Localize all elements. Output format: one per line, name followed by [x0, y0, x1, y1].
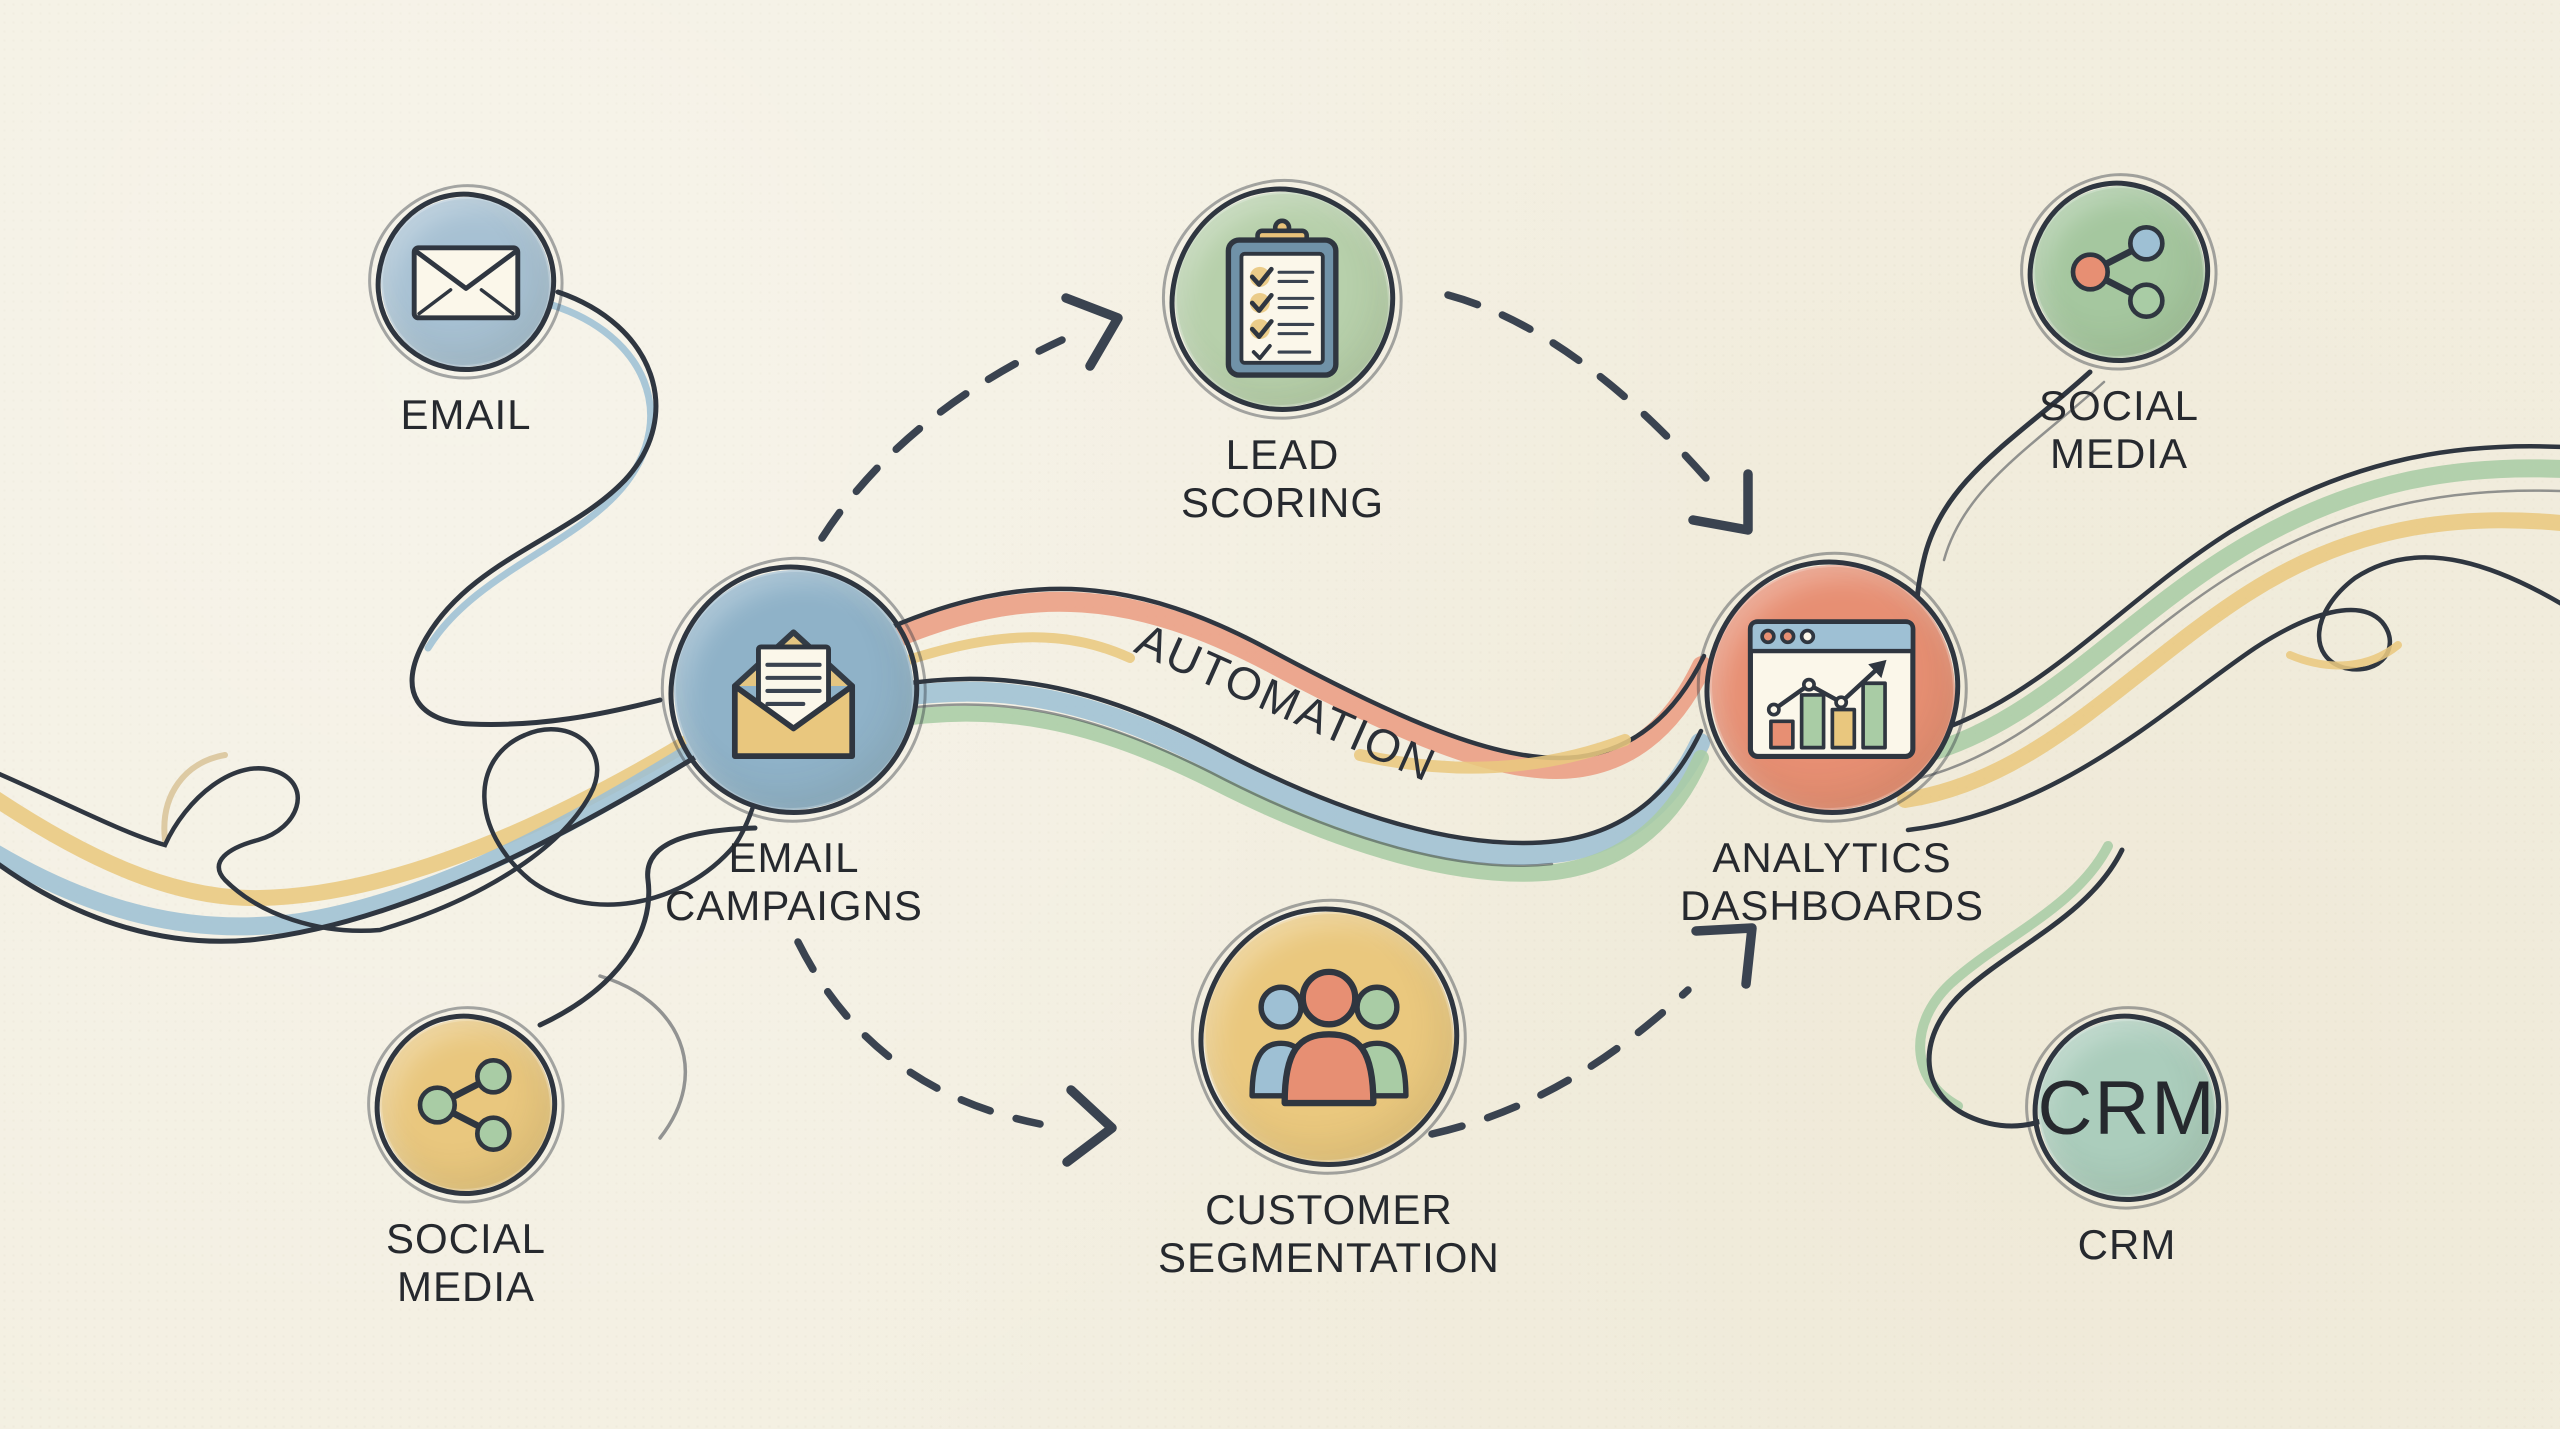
dashboard-chart-icon — [1747, 618, 1916, 759]
node-social-media-bottom-label: SOCIAL MEDIA — [385, 1215, 547, 1310]
share-icon — [417, 1058, 512, 1152]
node-email-label: EMAIL — [400, 391, 532, 438]
node-analytics-dashboards-label: ANALYTICS DASHBOARDS — [1680, 834, 1985, 929]
email-circle — [381, 197, 551, 367]
automation-ribbon — [868, 586, 1712, 882]
node-customer-segmentation-label: CUSTOMER SEGMENTATION — [1158, 1186, 1500, 1281]
share-icon — [2070, 225, 2165, 319]
analytics-dashboards-circle — [1709, 565, 1955, 810]
crm-text-badge: CRM — [2037, 1065, 2217, 1151]
node-social-media-top-label: SOCIAL MEDIA — [2038, 382, 2200, 477]
node-email: EMAIL — [381, 197, 551, 439]
people-group-icon — [1249, 968, 1409, 1107]
arrow-email-campaigns-to-lead-scoring — [818, 293, 1123, 542]
crm-circle: CRM — [2037, 1019, 2217, 1197]
social-bottom-to-campaigns-curve — [537, 825, 758, 1140]
lead-scoring-circle — [1175, 192, 1390, 407]
email-campaigns-circle — [673, 570, 914, 810]
arrow-lead-scoring-to-analytics — [1444, 291, 1753, 535]
social-media-bottom-circle — [380, 1019, 552, 1191]
node-crm: CRM CRM — [2037, 1019, 2217, 1269]
node-lead-scoring-label: LEAD SCORING — [1180, 431, 1384, 526]
open-envelope-icon — [732, 628, 856, 759]
arrow-customer-segmentation-to-analytics — [1428, 923, 1757, 1138]
social-media-top-circle — [2033, 186, 2205, 358]
node-analytics-dashboards: ANALYTICS DASHBOARDS — [1680, 565, 1984, 930]
analytics-to-crm-curve — [1915, 841, 2125, 1129]
node-customer-segmentation: CUSTOMER SEGMENTATION — [1158, 912, 1500, 1282]
node-email-campaigns-label: EMAIL CAMPAIGNS — [665, 834, 923, 929]
node-social-media-top: SOCIAL MEDIA — [2033, 186, 2205, 478]
arrow-email-campaigns-to-customer-segmentation — [794, 938, 1117, 1167]
envelope-icon — [411, 244, 521, 320]
customer-segmentation-circle — [1203, 912, 1454, 1162]
node-crm-label: CRM — [2077, 1221, 2177, 1268]
left-inflow-ribbon — [0, 717, 773, 944]
node-email-campaigns: EMAIL CAMPAIGNS — [665, 570, 923, 930]
right-outflow-ribbon — [1891, 444, 2560, 833]
clipboard-checklist-icon — [1225, 218, 1339, 378]
node-social-media-bottom: SOCIAL MEDIA — [380, 1019, 552, 1311]
email-to-campaigns-curve — [409, 289, 663, 727]
node-lead-scoring: LEAD SCORING — [1175, 192, 1390, 527]
